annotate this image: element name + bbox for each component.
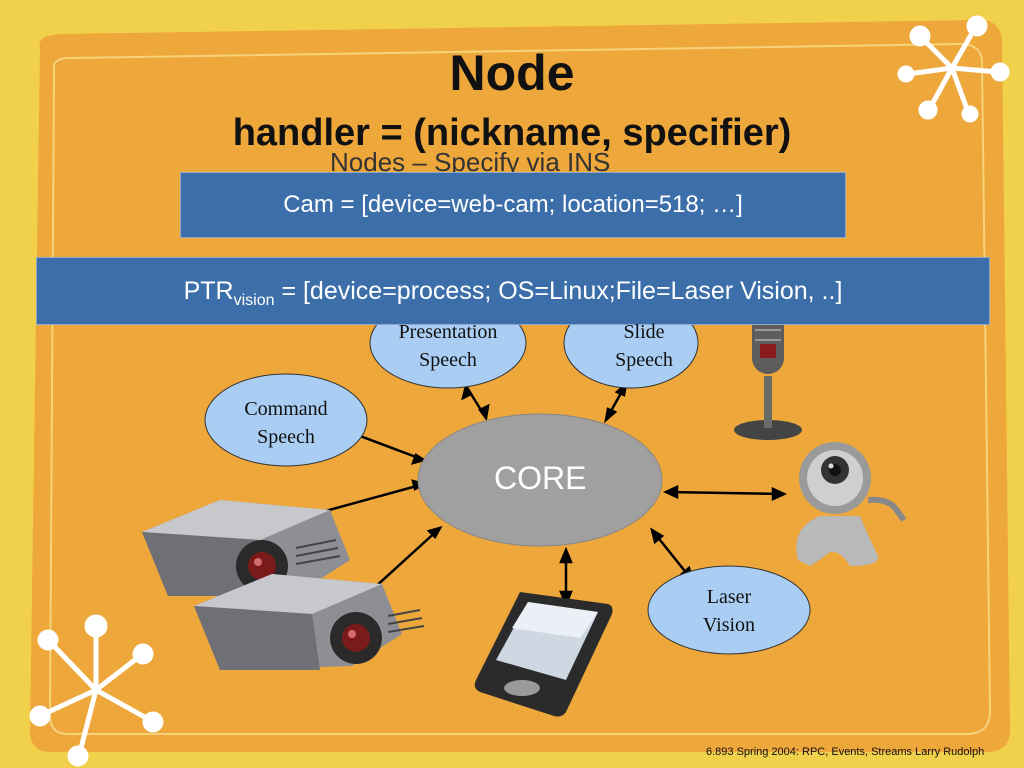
slide-line-1: Slide bbox=[623, 321, 665, 343]
footer: 6.893 Spring 2004: RPC, Events, Streams … bbox=[706, 746, 985, 758]
laser-vision-node bbox=[647, 565, 811, 655]
presentation-speech-label: Presentation Speech bbox=[378, 318, 518, 374]
core-node bbox=[417, 413, 663, 547]
ptr-box: PTRvision = [device=process; OS=Linux;Fi… bbox=[36, 257, 990, 325]
command-speech-node bbox=[204, 373, 368, 467]
slide-title: Node bbox=[449, 45, 575, 101]
command-line-1: Command bbox=[244, 398, 328, 420]
ptr-subscript: vision bbox=[233, 292, 275, 309]
slide-speech-label: Slide Speech bbox=[574, 318, 714, 374]
panel-outline bbox=[48, 42, 992, 735]
ptr-prefix: PTR bbox=[183, 277, 234, 305]
laser-line-1: Laser bbox=[706, 586, 752, 608]
laser-vision-label: Laser Vision bbox=[659, 583, 799, 639]
slide-line-2: Speech bbox=[615, 349, 673, 371]
pda-icon bbox=[474, 592, 613, 717]
command-line-2: Speech bbox=[257, 426, 315, 448]
starburst-icon bbox=[29, 614, 164, 767]
core-label: CORE bbox=[494, 460, 587, 496]
webcam-icon bbox=[796, 442, 907, 566]
presentation-line-2: Speech bbox=[419, 349, 477, 371]
presentation-line-1: Presentation bbox=[398, 321, 498, 343]
ptr-rest: = [device=process; OS=Linux;File=Laser V… bbox=[274, 277, 843, 305]
laser-line-2: Vision bbox=[702, 614, 756, 636]
cam-box: Cam = [device=web-cam; location=518; …] bbox=[180, 172, 846, 238]
slide-subtitle: handler = (nickname, specifier) bbox=[232, 112, 792, 154]
command-speech-label: Command Speech bbox=[216, 395, 356, 451]
starburst-icon bbox=[897, 15, 1010, 123]
projector-icon bbox=[142, 500, 350, 596]
projector-icon bbox=[194, 574, 425, 670]
